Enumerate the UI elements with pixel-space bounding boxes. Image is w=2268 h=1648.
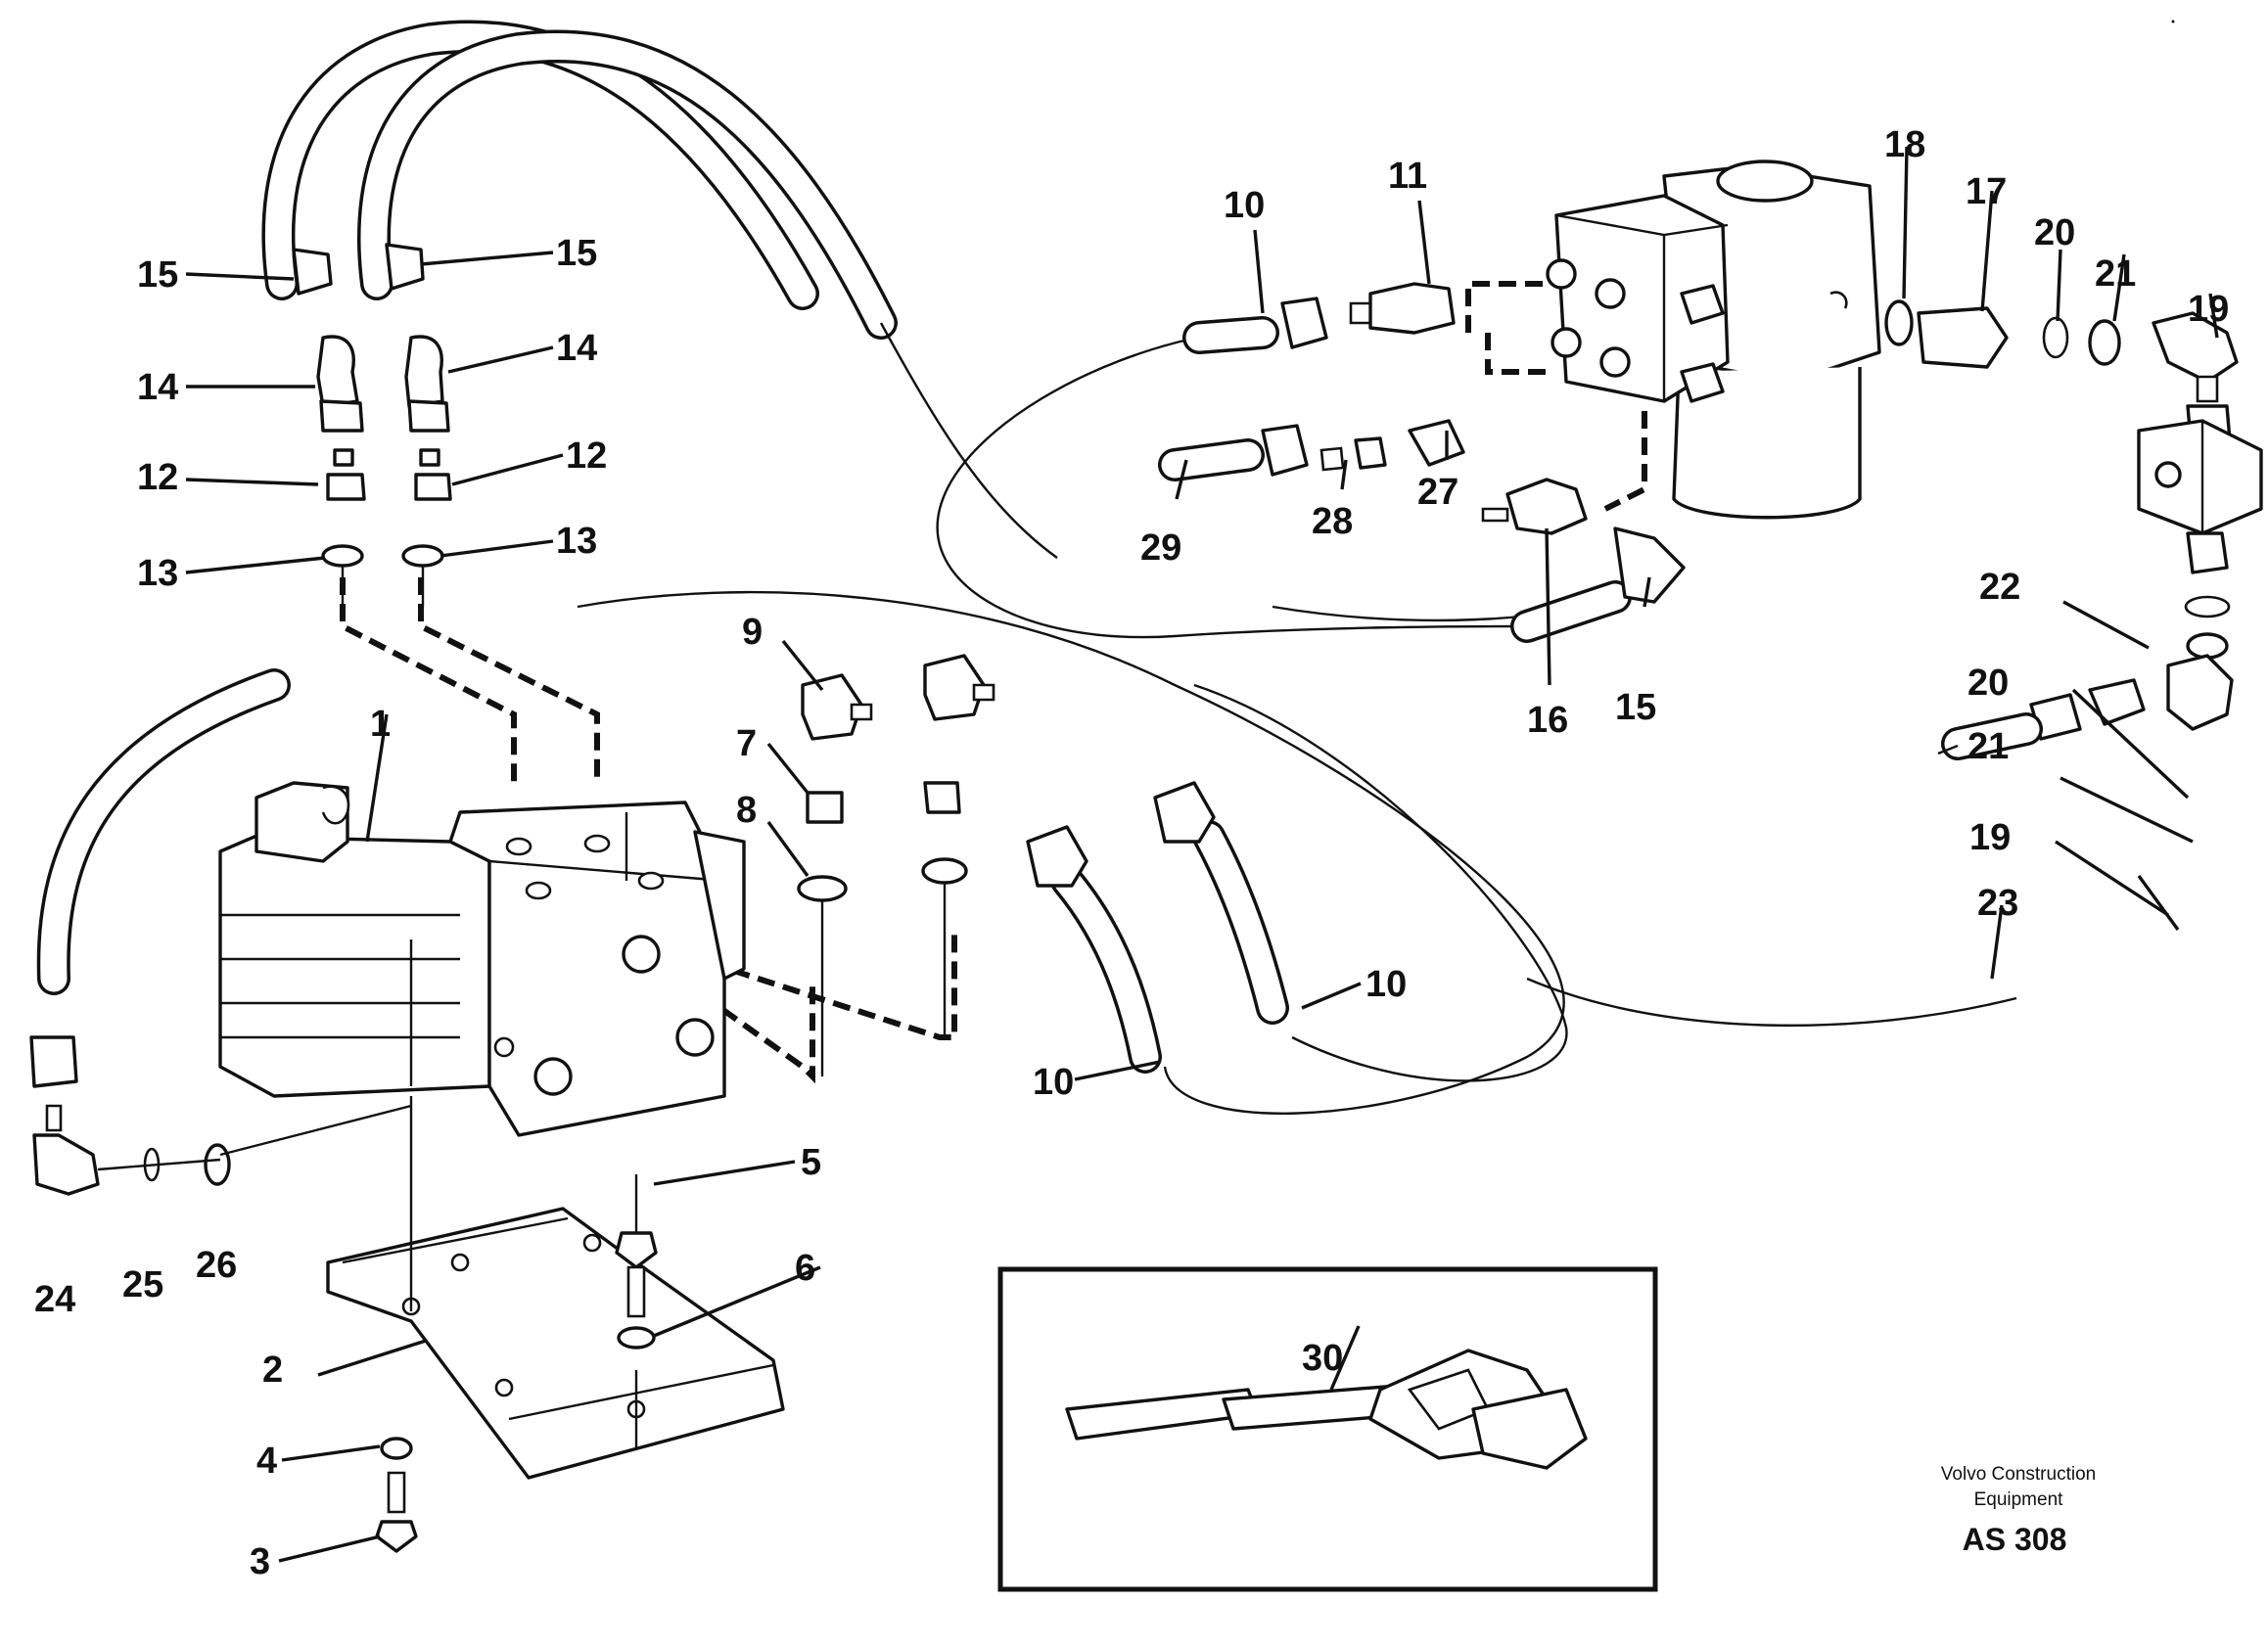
callout-20-top: 20: [2034, 212, 2075, 253]
filter-unit: [1546, 160, 1881, 520]
speck: [2171, 20, 2175, 23]
callout-20-lower: 20: [1967, 663, 2009, 704]
callout-10-right: 10: [1365, 964, 1407, 1005]
callout-13-right: 13: [556, 521, 597, 562]
callout-numbers: 1 2 3 4 5 6 7 8 9 10 10 10 10 11 12 12 1…: [34, 124, 2229, 1582]
callout-15-right: 15: [556, 233, 597, 274]
upper-right-fittings: [1158, 282, 1686, 643]
callout-2: 2: [262, 1350, 283, 1391]
drawing-code: AS 308: [1963, 1522, 2067, 1557]
solenoid-valve: [218, 781, 746, 1137]
callout-8: 8: [736, 790, 757, 831]
callout-9: 9: [742, 612, 763, 653]
callout-14-left: 14: [137, 367, 178, 408]
callout-13-left: 13: [137, 553, 178, 594]
inset-strap: [997, 1266, 1658, 1592]
callout-27: 27: [1417, 472, 1458, 513]
hose-lines: [36, 20, 2017, 1115]
fasteners: [375, 1231, 658, 1553]
lower-left-fittings: [29, 1035, 412, 1196]
caption-line-1: Volvo Construction: [1941, 1464, 2096, 1485]
callout-15-left: 15: [137, 254, 178, 296]
callout-22: 22: [1979, 567, 2020, 608]
mounting-plate: [326, 1096, 785, 1480]
callout-28: 28: [1312, 501, 1353, 542]
callout-29: 29: [1140, 527, 1181, 569]
callout-10-left: 10: [1033, 1062, 1074, 1103]
caption-line-2: Equipment: [1974, 1489, 2064, 1510]
callout-1: 1: [370, 704, 391, 745]
callout-6: 6: [795, 1248, 815, 1289]
callout-19-top: 19: [2188, 289, 2229, 330]
callout-19-lower: 19: [1969, 817, 2011, 858]
callout-18: 18: [1884, 124, 1925, 165]
callout-25: 25: [122, 1264, 163, 1305]
callout-12-left: 12: [137, 457, 178, 498]
callout-10-top: 10: [1224, 185, 1265, 226]
callout-23: 23: [1977, 883, 2018, 924]
callout-12-right: 12: [566, 435, 607, 477]
callout-26: 26: [196, 1245, 237, 1286]
callout-5: 5: [801, 1142, 821, 1183]
right-side-fittings: [1884, 299, 2263, 760]
callout-17: 17: [1966, 171, 2007, 212]
callout-24: 24: [34, 1279, 75, 1320]
callout-21-top: 21: [2095, 253, 2136, 295]
callout-11: 11: [1388, 156, 1427, 197]
callout-14-right: 14: [556, 328, 597, 369]
callout-21-lower: 21: [1967, 726, 2009, 767]
callout-30: 30: [1302, 1338, 1343, 1379]
leader-lines: [185, 146, 2219, 1563]
callout-4: 4: [256, 1441, 277, 1482]
callout-15-lower: 15: [1615, 687, 1656, 728]
callout-16: 16: [1527, 700, 1568, 741]
upper-left-fittings: [292, 243, 452, 607]
callout-3: 3: [250, 1541, 270, 1582]
callout-7: 7: [736, 723, 757, 764]
centre-fittings: [797, 654, 1216, 1076]
caption: Volvo Construction Equipment AS 308: [1941, 1464, 2096, 1557]
